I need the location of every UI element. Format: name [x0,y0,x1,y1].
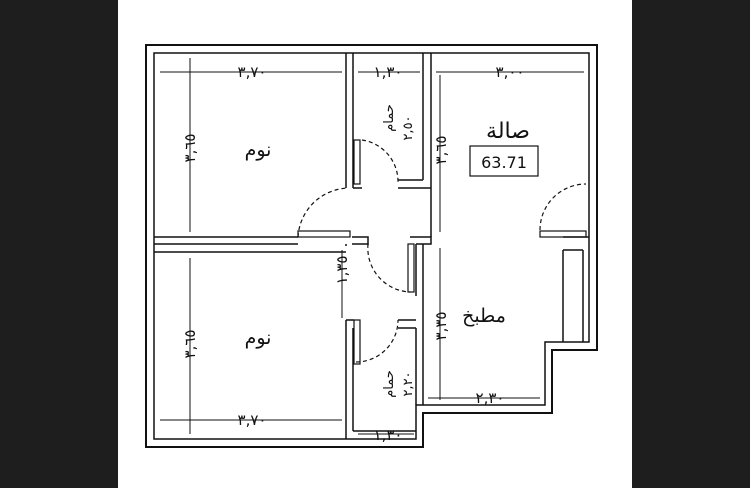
area-box [469,145,539,177]
dim-corridor-height: ١,٣٥ [333,256,351,285]
dim-hall-height: ٣,٦٥ [432,136,450,165]
dim-bottom-bath-width: ١,٣٠ [374,426,403,444]
dim-kitchen-height: ٣,٣٥ [432,312,450,341]
area-value: 63.71 [481,153,527,172]
room-label-hall: صالة [486,119,530,144]
dim-bottom-bedroom-height: ٣,٦٥ [181,330,199,359]
doors [297,139,587,365]
dimension-lines [160,58,584,435]
dim-bottom-bedroom-width: ٣,٧٠ [238,411,267,429]
dim-top-bedroom-height: ٣,٦٥ [181,134,199,163]
interior-walls [154,53,589,439]
dim-top-bedroom-width: ٣,٧٠ [238,63,267,81]
room-label-kitchen: مطبخ [462,305,506,327]
left-dark-panel [0,0,118,488]
right-dark-panel [632,0,750,488]
room-label-bath-top: حمام [382,104,397,132]
dim-hall-width: ٣,٠٠ [496,63,525,81]
dim-top-bath-height: ٢,٥٠ [401,115,416,140]
dim-bottom-bath-height: ٢,٢٠ [401,371,416,396]
dim-kitchen-width: ٢,٣٠ [476,389,505,407]
dim-top-bath-width: ١,٣٠ [374,63,403,81]
room-label-bedroom-top: نوم [245,139,272,161]
room-label-bath-bottom: حمام [382,370,397,398]
outer-walls [145,44,598,448]
room-label-bedroom-bottom: نوم [245,327,272,349]
